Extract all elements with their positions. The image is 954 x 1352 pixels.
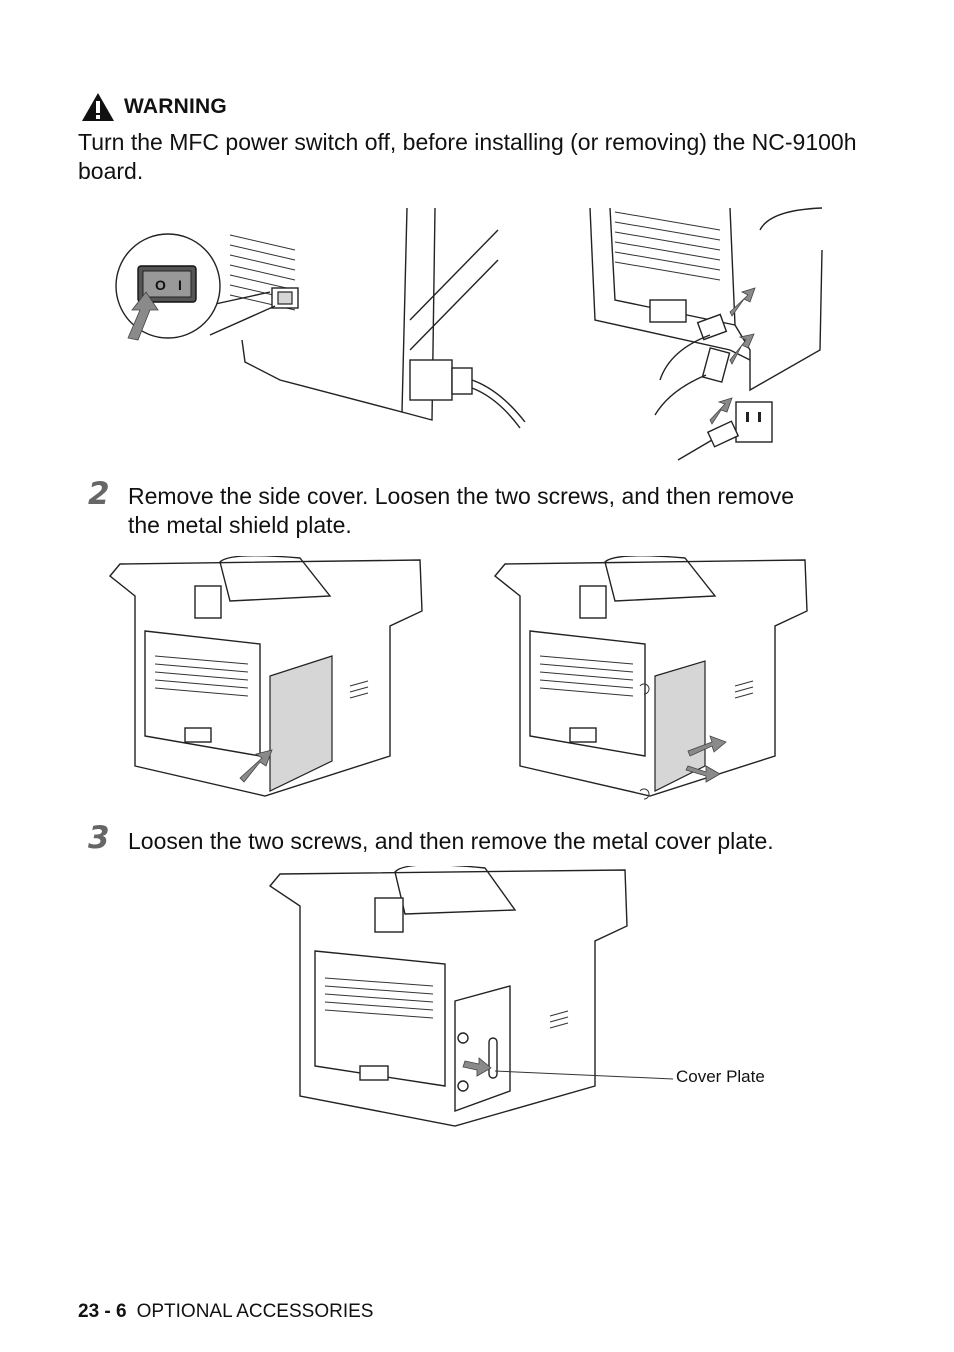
- step-2-number: 2: [88, 476, 110, 512]
- section-name: OPTIONAL ACCESSORIES: [136, 1301, 374, 1322]
- switch-callout: O I: [115, 233, 276, 341]
- warning-label: WARNING: [124, 95, 227, 118]
- figure-cover-plate: [268, 866, 674, 1127]
- step-3-number: 3: [88, 820, 110, 856]
- switch-off-label: O: [155, 277, 166, 293]
- cover-plate-callout-label: Cover Plate: [676, 1067, 765, 1086]
- warning-heading: WARNING: [80, 90, 227, 124]
- step-2-text: Remove the side cover. Loosen the two sc…: [128, 483, 795, 538]
- switch-on-label: I: [178, 277, 182, 293]
- rear-view-left: [109, 556, 423, 797]
- step-3-text: Loosen the two screws, and then remove t…: [128, 828, 774, 854]
- warning-text: Turn the MFC power switch off, before in…: [78, 129, 857, 184]
- figure-side-cover-removal: [109, 556, 808, 800]
- rear-view-right: [494, 556, 808, 800]
- figure-power-switch: O I: [115, 207, 823, 461]
- machine-side-illustration: [229, 207, 526, 429]
- rear-view-cover-plate: [268, 866, 674, 1127]
- page-number: 23 - 6: [78, 1301, 127, 1322]
- page-footer: 23 - 6 OPTIONAL ACCESSORIES: [78, 1301, 373, 1323]
- machine-rear-illustration: [589, 207, 823, 461]
- up-arrow-icon: [127, 291, 159, 341]
- warning-triangle-icon: [82, 93, 114, 121]
